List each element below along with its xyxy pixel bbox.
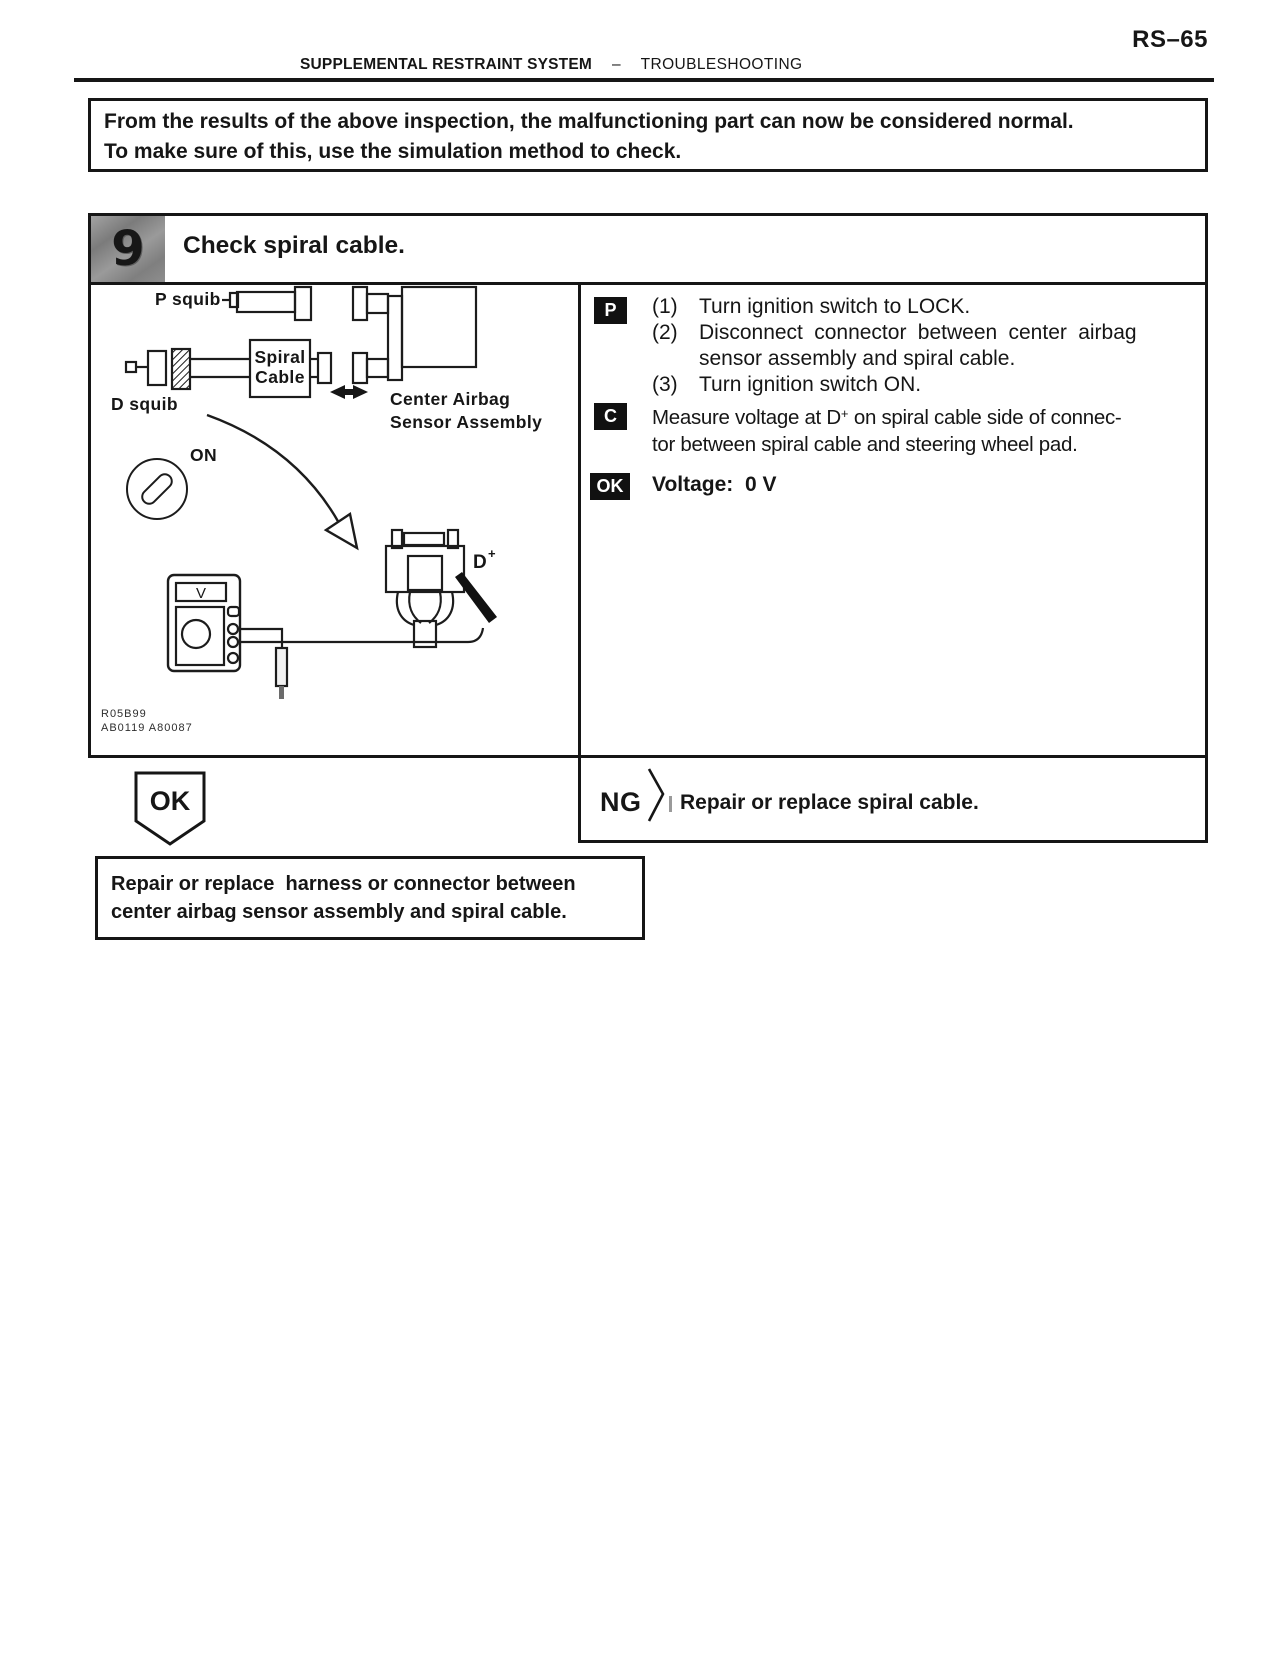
check-line1-part2: on spiral cable side of connec- (848, 406, 1122, 429)
prepare-item-2-text: Disconnect connector between center airb… (699, 321, 1137, 344)
header-rule (74, 78, 1214, 82)
probe-hanging-body (274, 646, 289, 688)
assembly-label-1: Center Airbag (390, 389, 510, 409)
p-row-right-plug (351, 285, 369, 322)
step-box (88, 213, 1208, 758)
d-row-right-bar (365, 357, 390, 379)
probe-needle (455, 572, 497, 623)
intro-box: From the results of the above inspection… (88, 98, 1208, 172)
connector-wire-left-inner (408, 591, 422, 624)
prepare-item-2-cont: sensor assembly and spiral cable. (699, 347, 1016, 370)
connector-prong-right (446, 528, 460, 550)
result-line-2: center airbag sensor assembly and spiral… (111, 901, 567, 923)
check-line1-sup: + (840, 406, 849, 421)
voltmeter-terminal-1 (226, 622, 240, 636)
spiral-cable-box (248, 338, 312, 399)
page-number: RS–65 (1132, 26, 1208, 53)
probe-hanging-tip (279, 686, 284, 699)
terminal-d-label: D (473, 552, 487, 573)
voltmeter-switch (226, 605, 241, 618)
step-title: Check spiral cable. (183, 232, 405, 259)
d-squib-stem (124, 360, 138, 374)
d-row-plug-a (316, 351, 333, 385)
voltmeter-body (166, 573, 242, 673)
subsection-title: TROUBLESHOOTING (640, 56, 803, 73)
ng-tick-mark (669, 796, 672, 812)
figure-code-1: R05B99 (101, 708, 147, 720)
ok-flow-shape: OK (134, 771, 206, 846)
voltmeter-panel (174, 605, 226, 667)
ignition-key-slot (141, 473, 173, 505)
d-squib-plug (146, 349, 168, 387)
step-header-divider (88, 282, 1208, 285)
p-row-right-bar (365, 292, 390, 315)
ng-band (578, 758, 1208, 843)
assembly-connector-strip (386, 294, 404, 382)
voltmeter-dial (180, 618, 212, 650)
connector-cavity (406, 554, 444, 592)
ignition-key-icon (126, 458, 188, 520)
p-squib-body (235, 290, 297, 314)
disconnect-arrows-icon (330, 385, 368, 399)
intro-line-2: To make sure of this, use the simulation… (104, 140, 682, 163)
ok-flow-label: OK (150, 786, 191, 816)
check-badge: C (594, 403, 627, 430)
prepare-item-3-num: (3) (652, 373, 678, 396)
ok-spec-badge: OK (590, 473, 630, 500)
connector-stem (412, 619, 438, 649)
prepare-item-1-text: Turn ignition switch to LOCK. (699, 295, 971, 318)
connector-wire-right-outer (435, 591, 455, 627)
d-squib-label: D squib (111, 394, 178, 414)
voltmeter-terminal-2 (226, 635, 240, 649)
connector-wire-left-outer (395, 591, 415, 627)
prepare-item-3-text: Turn ignition switch ON. (699, 373, 922, 396)
page-title-bar: SUPPLEMENTAL RESTRAINT SYSTEM – TROUBLES… (300, 56, 803, 74)
flow-arrow-head (323, 512, 359, 551)
panel-divider (578, 285, 581, 758)
test-lead-a (238, 627, 284, 648)
p-squib-plug (293, 285, 313, 322)
step-number: 9 (111, 221, 145, 277)
spiral-cable-label-2: Cable (255, 367, 305, 387)
check-line1-part1: Measure voltage at D (652, 406, 841, 429)
assembly-label-2: Sensor Assembly (390, 412, 542, 432)
section-title: SUPPLEMENTAL RESTRAINT SYSTEM (300, 56, 592, 73)
ignition-on-label: ON (190, 445, 217, 465)
intro-line-1: From the results of the above inspection… (104, 110, 1074, 133)
connector-prong-left (390, 528, 404, 550)
d-squib-hatched-plug (170, 347, 192, 391)
connector-wire-right-inner (428, 591, 442, 624)
ng-label: NG (600, 787, 642, 817)
terminal-d-sup: + (488, 546, 496, 561)
assembly-box (400, 285, 478, 369)
d-row-plug-b (351, 351, 369, 385)
result-line-1: Repair or replace harness or connector b… (111, 873, 576, 895)
ok-spec-text: Voltage: 0 V (652, 473, 777, 496)
step-number-box: 9 (91, 216, 165, 282)
connector-housing (384, 544, 466, 594)
test-lead-b (238, 627, 485, 644)
ng-chevron-icon (647, 768, 665, 822)
check-line2: tor between spiral cable and steering wh… (652, 432, 1078, 456)
spiral-cable-diagram: P squib D squib Spiral Cable Center Airb… (101, 285, 542, 734)
spiral-cable-label-1: Spiral (254, 347, 305, 367)
p-squib-label: P squib (155, 289, 221, 309)
prepare-item-1-num: (1) (652, 295, 678, 318)
voltmeter-display (174, 581, 228, 603)
figure-code-2: AB0119 A80087 (101, 722, 193, 734)
ng-action-text: Repair or replace spiral cable. (680, 791, 979, 814)
voltmeter-v-label: V (196, 585, 206, 602)
result-box: Repair or replace harness or connector b… (95, 856, 645, 940)
section-separator: – (612, 56, 621, 73)
check-text: Measure voltage at D+ on spiral cable si… (652, 401, 1200, 458)
voltmeter-terminal-3 (226, 651, 240, 665)
prepare-badge: P (594, 297, 627, 324)
flow-arrow-shaft (206, 413, 341, 524)
prepare-item-2-num: (2) (652, 321, 678, 344)
connector-top-plate (402, 531, 446, 547)
